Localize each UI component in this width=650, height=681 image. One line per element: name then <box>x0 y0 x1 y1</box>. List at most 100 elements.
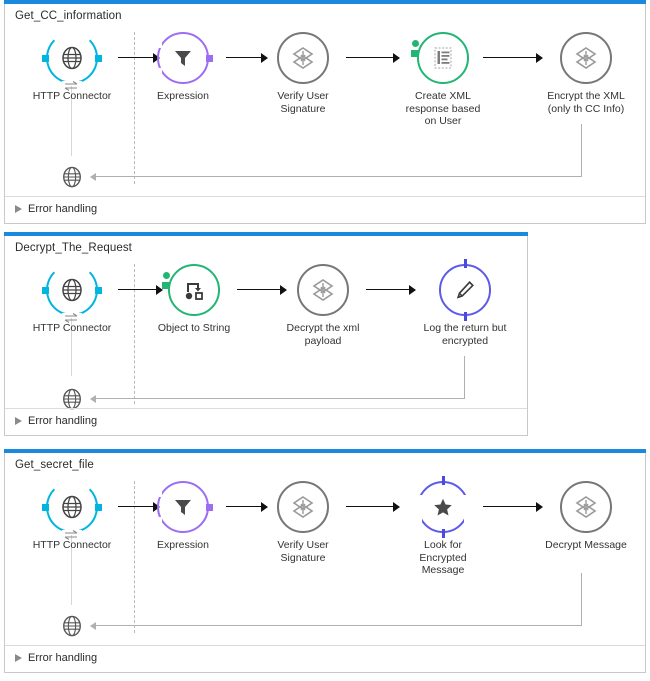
node-create-xml-response[interactable]: Create XML response based on User <box>393 32 493 128</box>
node-expression[interactable]: Expression <box>133 481 233 552</box>
error-handling-section[interactable]: Error handling <box>5 196 645 223</box>
flow-arrow <box>366 285 416 295</box>
transform-ring <box>560 32 612 84</box>
globe-icon <box>46 264 98 316</box>
flow-arrow <box>346 53 400 63</box>
connector-pin-left <box>162 272 170 289</box>
flow-arrow <box>483 53 543 63</box>
logger-tick-bottom <box>463 312 467 321</box>
node-encrypt-the-xml[interactable]: Encrypt the XML (only th CC Info) <box>531 32 641 115</box>
node-expression[interactable]: Expression <box>133 32 233 103</box>
node-decrypt-message[interactable]: Decrypt Message <box>531 481 641 552</box>
connector-pin-right <box>95 503 102 511</box>
flow-arrow <box>483 502 543 512</box>
green-ring <box>417 32 469 84</box>
flow-name-label: Get_secret_file <box>15 459 94 471</box>
flow-return-path <box>90 573 582 630</box>
source-stem-line <box>71 535 72 605</box>
star-icon <box>417 481 469 533</box>
flow-panel-get-secret-file[interactable]: Get_secret_file <box>4 449 646 673</box>
node-icon <box>560 32 612 84</box>
request-response-icon <box>64 530 78 540</box>
node-log-the-return-but-encrypted[interactable]: Log the return but encrypted <box>411 259 519 347</box>
node-icon <box>42 264 102 323</box>
flow-name-label: Get_CC_information <box>15 10 122 22</box>
node-label: HTTP Connector <box>32 539 112 551</box>
node-icon <box>162 264 220 316</box>
transform-ring <box>297 264 349 316</box>
node-icon <box>156 32 213 84</box>
connector-pin-left <box>42 503 49 511</box>
expand-caret-icon[interactable] <box>15 654 22 662</box>
node-label: Look for Encrypted Message <box>419 539 467 576</box>
transform-ring <box>277 481 329 533</box>
node-verify-user-signature[interactable]: Verify User Signature <box>253 481 353 564</box>
node-icon <box>411 32 469 84</box>
node-icon <box>297 264 349 316</box>
connector-pin-right <box>206 54 213 62</box>
flow-return-path <box>90 124 582 181</box>
filter-funnel-icon <box>157 481 209 533</box>
node-label: Encrypt the XML (only th CC Info) <box>547 90 625 115</box>
flow-panel-decrypt-the-request[interactable]: Decrypt_The_Request <box>4 232 528 436</box>
flow-panel-get-cc-information[interactable]: Get_CC_information <box>4 0 646 224</box>
node-icon <box>156 481 213 533</box>
flow-arrow <box>118 285 163 295</box>
error-handling-section[interactable]: Error handling <box>5 408 527 435</box>
node-http-connector[interactable]: HTTP Connector <box>22 481 122 552</box>
error-handling-label: Error handling <box>28 203 98 215</box>
node-decrypt-the-xml-payload[interactable]: Decrypt the xml payload <box>273 264 373 347</box>
node-label: Decrypt Message <box>545 539 627 551</box>
node-label: HTTP Connector <box>32 322 112 334</box>
return-globe-icon <box>61 166 83 188</box>
source-divider <box>134 264 135 404</box>
source-stem-line <box>71 318 72 376</box>
flow-name-label: Decrypt_The_Request <box>15 242 132 254</box>
filter-funnel-icon <box>157 32 209 84</box>
green-ring <box>168 264 220 316</box>
node-label: Decrypt the xml payload <box>286 322 360 347</box>
node-http-connector[interactable]: HTTP Connector <box>22 32 122 103</box>
panel-accent-bar <box>4 0 646 4</box>
return-globe-icon <box>61 615 83 637</box>
node-icon <box>42 32 102 91</box>
node-verify-user-signature[interactable]: Verify User Signature <box>253 32 353 115</box>
panel-accent-bar <box>4 449 646 453</box>
flow-arrow <box>237 285 287 295</box>
node-label: Verify User Signature <box>277 90 329 115</box>
node-object-to-string[interactable]: Object to String <box>144 264 244 335</box>
node-look-for-encrypted-message[interactable]: Look for Encrypted Message <box>393 476 493 577</box>
source-divider <box>134 32 135 184</box>
error-handling-label: Error handling <box>28 652 98 664</box>
node-http-connector[interactable]: HTTP Connector <box>22 264 122 335</box>
transform-diamond-icon <box>560 481 612 533</box>
flow-arrow <box>118 53 160 63</box>
transform-diamond-icon <box>560 32 612 84</box>
connector-pin-right <box>95 286 102 294</box>
node-label: HTTP Connector <box>32 90 112 102</box>
node-label: Object to String <box>157 322 231 334</box>
error-handling-section[interactable]: Error handling <box>5 645 645 672</box>
ring-tick-bottom <box>441 529 445 538</box>
transform-ring <box>560 481 612 533</box>
source-divider <box>134 481 135 633</box>
globe-icon <box>46 32 98 84</box>
node-icon <box>277 32 329 84</box>
expand-caret-icon[interactable] <box>15 417 22 425</box>
node-icon <box>560 481 612 533</box>
node-icon <box>42 481 102 540</box>
transform-diamond-icon <box>297 264 349 316</box>
node-label: Expression <box>157 90 209 102</box>
node-label: Expression <box>157 539 209 551</box>
error-handling-label: Error handling <box>28 415 98 427</box>
connector-pin-left <box>42 286 49 294</box>
node-icon <box>439 259 491 321</box>
globe-icon <box>46 481 98 533</box>
node-label: Create XML response based on User <box>405 90 481 127</box>
connector-pin-right <box>95 54 102 62</box>
connector-pin-left <box>411 40 419 57</box>
object-transform-icon <box>168 264 220 316</box>
expand-caret-icon[interactable] <box>15 205 22 213</box>
pencil-logger-icon <box>439 264 491 316</box>
